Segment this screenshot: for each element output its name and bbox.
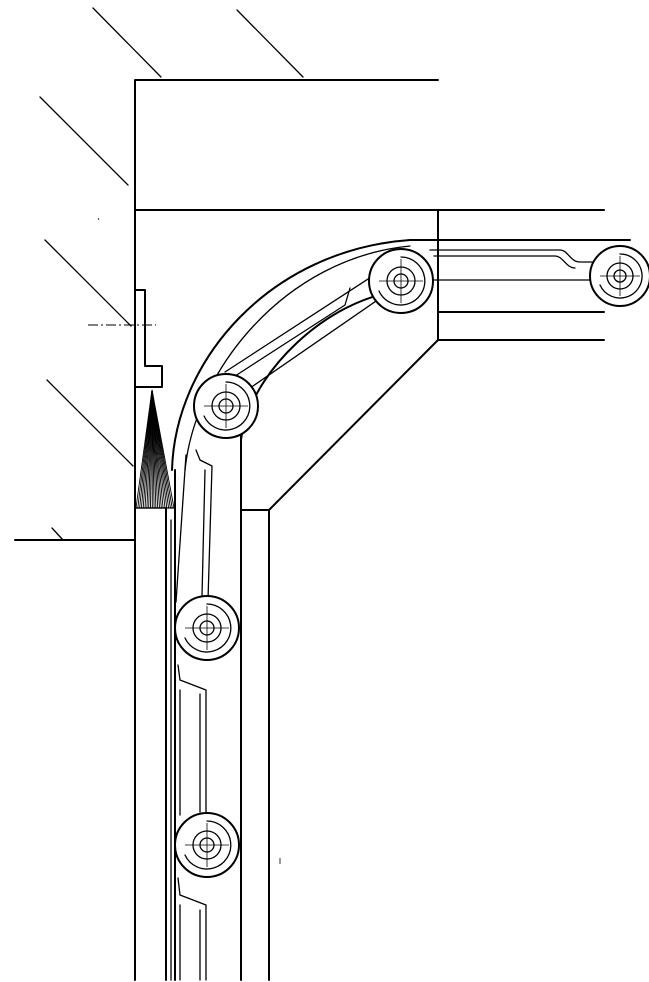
roller-hinge — [174, 812, 240, 878]
roller-hinge — [368, 248, 434, 314]
curved-track-section — [171, 209, 631, 511]
building-structure — [14, 79, 605, 981]
door-slats — [175, 249, 597, 981]
leader-lines — [39, 7, 304, 541]
vertical-guide-rail — [165, 429, 270, 981]
roller-hinge — [193, 373, 259, 439]
brush-bristles — [135, 389, 175, 509]
scan-marks — [97, 217, 281, 864]
roller-hinges — [174, 245, 649, 878]
brush-seal — [88, 289, 176, 509]
roller-hinge — [174, 595, 240, 661]
brush-bristle — [151, 389, 175, 509]
roller-hinge — [589, 245, 649, 307]
